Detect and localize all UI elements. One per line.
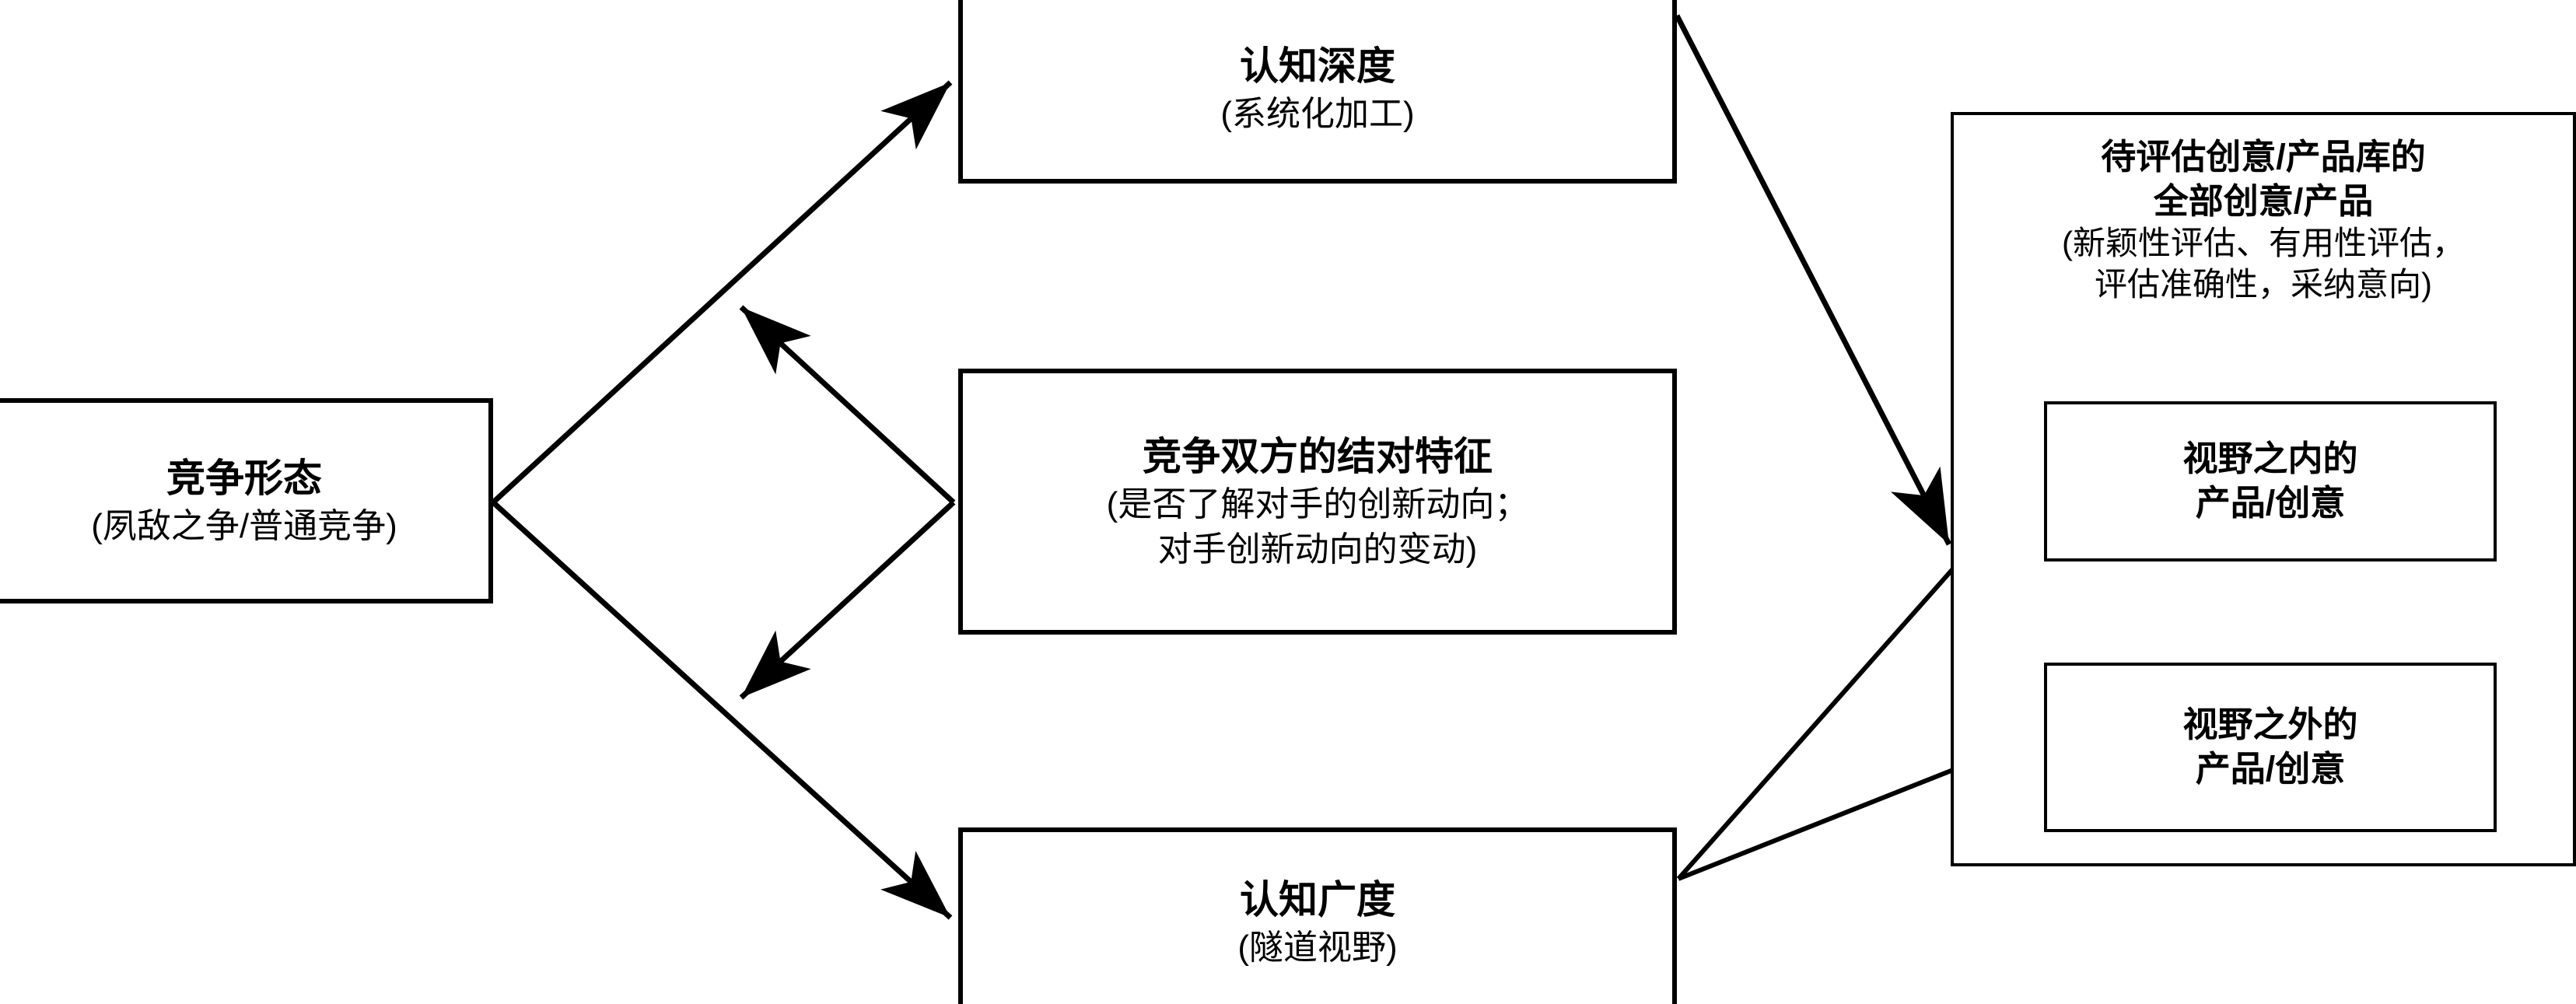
- node-pair-traits[interactable]: 竞争双方的结对特征 (是否了解对手的创新动向； 对手创新动向的变动): [958, 369, 1677, 635]
- edge-traits-to-breadth-path: [739, 500, 956, 700]
- node-competition-form-title: 竞争形态: [166, 456, 322, 500]
- node-out-view-title-line-1: 视野之外的: [2182, 705, 2358, 745]
- node-pair-traits-title: 竞争双方的结对特征: [1143, 435, 1493, 479]
- node-competition-form[interactable]: 竞争形态 (夙敌之争/普通竞争): [0, 398, 493, 603]
- edge-traits-to-depth-path: [739, 305, 956, 505]
- node-pair-traits-subtitle-line-1: (是否了解对手的创新动向；: [1106, 485, 1529, 524]
- node-competition-form-subtitle: (夙敌之争/普通竞争): [91, 506, 397, 545]
- node-cognitive-depth-title: 认知深度: [1240, 44, 1395, 88]
- node-pair-traits-subtitle-line-2: 对手创新动向的变动): [1157, 530, 1478, 568]
- node-idea-pool-title-line-2: 全部创意/产品: [2153, 180, 2374, 221]
- node-cognitive-breadth-subtitle: (隧道视野): [1237, 928, 1398, 967]
- edge-form-to-breadth: [491, 500, 953, 920]
- node-idea-pool-subtitle-line-1: (新颖性评估、有用性评估，: [2062, 225, 2465, 262]
- node-idea-pool-subtitle-line-2: 评估准确性，采纳意向): [2095, 266, 2432, 303]
- node-idea-pool-title-line-1: 待评估创意/产品库的: [2101, 137, 2426, 177]
- node-cognitive-breadth-title: 认知广度: [1240, 877, 1395, 922]
- edge-depth-to-pool: [1674, 14, 1952, 546]
- node-in-view-title-line-1: 视野之内的: [2182, 439, 2358, 479]
- node-out-view[interactable]: 视野之外的 产品/创意: [2044, 663, 2497, 832]
- node-out-view-title-line-2: 产品/创意: [2195, 749, 2346, 789]
- edge-form-to-depth: [491, 80, 953, 505]
- node-in-view[interactable]: 视野之内的 产品/创意: [2044, 401, 2497, 561]
- node-cognitive-depth-subtitle: (系统化加工): [1220, 94, 1415, 133]
- node-in-view-title-line-2: 产品/创意: [2195, 483, 2346, 523]
- node-cognitive-breadth[interactable]: 认知广度 (隧道视野): [958, 827, 1677, 1004]
- node-cognitive-depth[interactable]: 认知深度 (系统化加工): [958, 0, 1677, 184]
